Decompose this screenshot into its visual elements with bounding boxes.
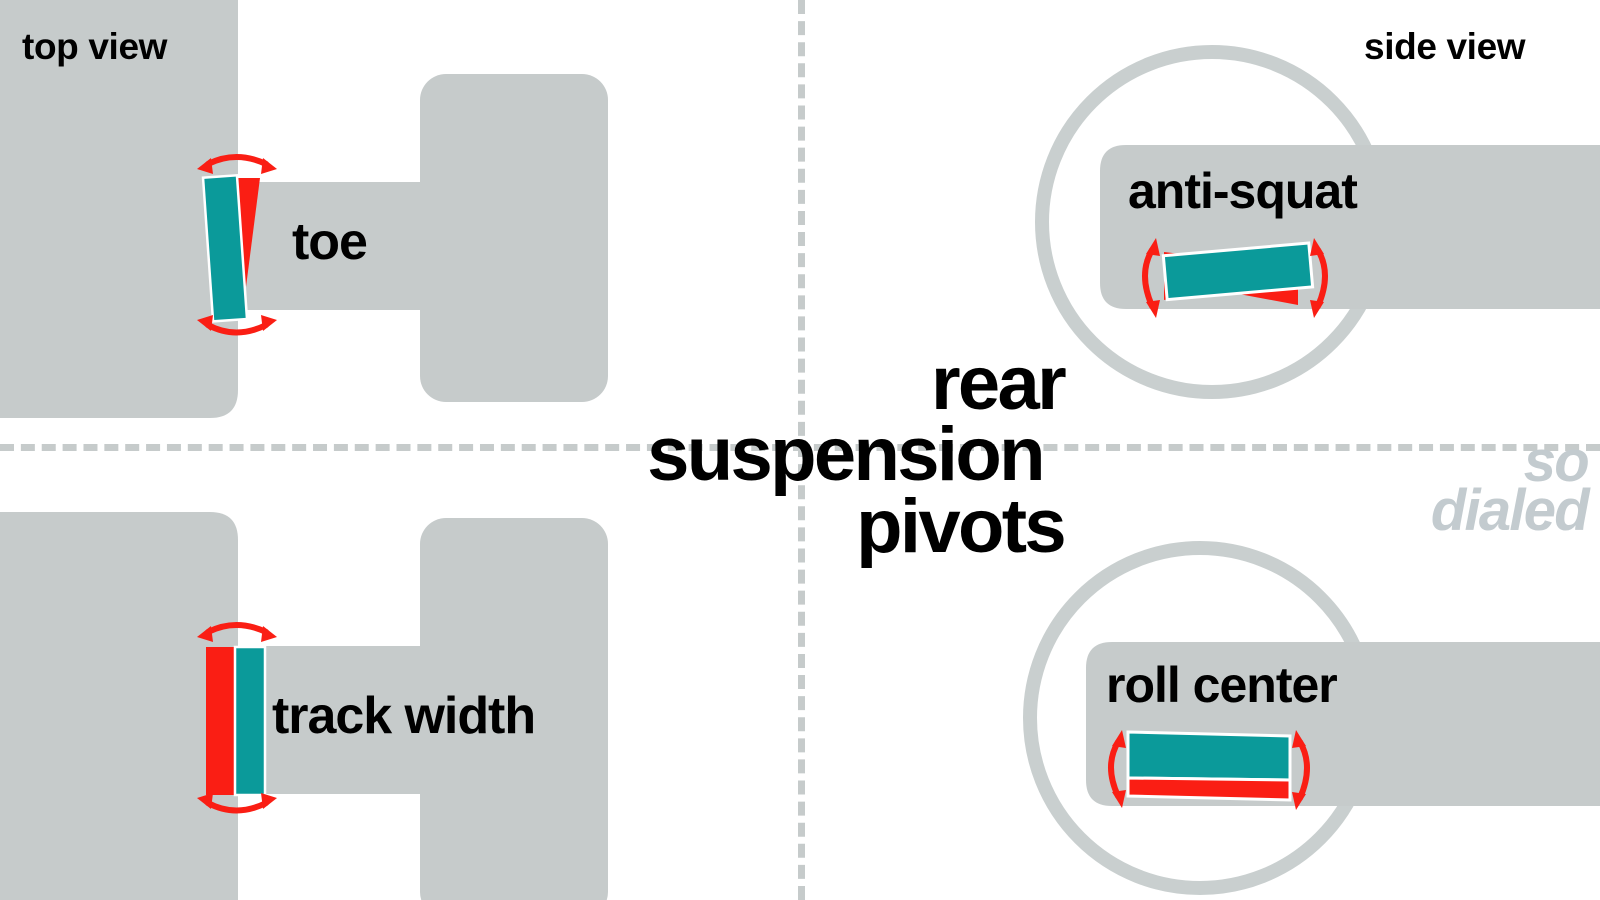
- rotation-arrow-left: [1108, 730, 1126, 808]
- page-title: rear suspension pivots: [620, 341, 1070, 569]
- brand-watermark: so dialed: [1318, 429, 1590, 543]
- rotation-arrow-top: [197, 154, 277, 174]
- wheel-block-bottom-left: [0, 512, 238, 900]
- suspension-arm-top-left: [228, 182, 438, 310]
- chassis-block-bottom-left: [420, 518, 608, 900]
- title-line-2: suspension: [647, 412, 1045, 498]
- teal-pivot-bar: [201, 174, 249, 323]
- rotation-arrow-right: [1292, 730, 1310, 810]
- rotation-arrow-bottom: [197, 315, 277, 336]
- view-tag-side: side view: [1364, 26, 1526, 67]
- wheel-block-top-left: [0, 0, 238, 418]
- label-roll-center: roll center: [1106, 657, 1338, 713]
- quadrant-toe: [0, 0, 800, 444]
- title-line-1: rear: [930, 341, 1067, 426]
- label-anti-squat: anti-squat: [1128, 163, 1358, 219]
- label-toe: toe: [292, 213, 368, 271]
- title-line-3: pivots: [856, 483, 1067, 569]
- rotation-arrow-right: [1310, 238, 1328, 318]
- quadrant-anti-squat: [800, 0, 1600, 444]
- view-tag-top: top view: [22, 26, 168, 67]
- quadrant-roll-center: [800, 450, 1600, 900]
- red-pivot-bar: [206, 647, 236, 795]
- teal-pivot-bar: [233, 645, 267, 797]
- quadrant-track-width: [0, 450, 800, 900]
- rotation-arrow-bottom: [197, 793, 277, 814]
- chassis-block-top-left: [420, 74, 608, 402]
- brand-line-2: dialed: [1430, 477, 1590, 543]
- teal-pivot-bar: [1161, 241, 1315, 302]
- rotation-arrow-left: [1142, 238, 1160, 318]
- red-pivot-bar: [1126, 776, 1292, 802]
- label-track-width: track width: [272, 687, 536, 745]
- teal-pivot-bar: [1126, 730, 1292, 782]
- brand-line-1: so: [1523, 429, 1590, 494]
- rotation-arrow-top: [197, 622, 277, 642]
- divider-horizontal: [0, 444, 1600, 451]
